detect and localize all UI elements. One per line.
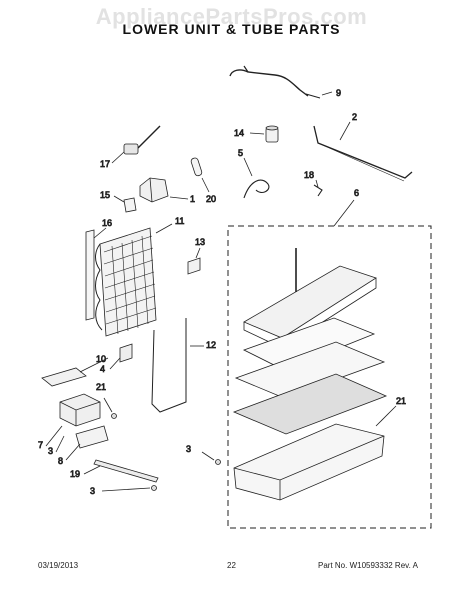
page-title: LOWER UNIT & TUBE PARTS [122,21,341,37]
leader-15 [113,195,125,203]
callout-8: 8 [58,456,63,466]
part-18-clip [313,184,323,197]
callout-10: 10 [96,354,106,364]
part-8-plate [75,425,109,449]
leader-7 [45,425,63,447]
base-pan [233,423,385,501]
callout-21b: 21 [396,396,406,406]
callout-20: 20 [206,194,216,204]
part-4-bracket [119,343,133,363]
callout-21a: 21 [96,382,106,392]
callout-15: 15 [100,190,110,200]
part-14-cylinder [265,125,279,143]
callout-3a: 3 [48,446,53,456]
part-7-housing [59,393,101,427]
part-2-tube [313,125,413,182]
leader-20 [201,177,210,193]
assembly-6-box [227,225,432,529]
callout-11: 11 [175,216,184,226]
leader-4 [109,357,121,370]
part-19-rail [93,459,159,483]
callout-3b: 3 [90,486,95,496]
screw-21a [111,413,117,419]
callout-13: 13 [195,237,205,247]
leader-10 [79,357,109,373]
callout-16: 16 [102,218,112,228]
leader-11 [155,223,173,234]
part-1-bracket [139,177,169,203]
part-16-strip [85,229,95,321]
leader-6 [333,199,355,227]
part-9-tube [229,65,321,99]
screw-3c [215,459,221,465]
leader-21a [103,397,113,413]
leader-1 [169,196,189,200]
leader-21b [375,405,397,427]
leader-17 [111,151,125,164]
callout-9: 9 [336,88,341,98]
watermark: AppliancePartsPros.com [95,4,368,29]
leader-18 [315,179,319,188]
callout-4: 4 [100,364,105,374]
callout-3c: 3 [186,444,191,454]
leader-3b [101,487,151,492]
pad-3 [232,373,388,435]
leader-14 [249,132,265,135]
footer-part-number: Part No. W10593332 Rev. A [318,561,418,570]
part-17-sensor [123,125,161,155]
leader-3a [55,435,65,453]
leader-2 [339,121,351,141]
leader-13 [195,247,201,259]
part-13-bracket [187,257,201,275]
callout-19: 19 [70,469,80,479]
callout-5: 5 [238,148,243,158]
leader-9 [321,91,333,96]
callout-18: 18 [304,170,314,180]
callout-12: 12 [206,340,216,350]
part-12-tube [151,318,187,413]
callout-2: 2 [352,112,357,122]
pad-1 [242,317,376,371]
pad-2 [234,341,386,399]
callout-6: 6 [354,188,359,198]
part-20-tube [190,157,203,177]
callout-1: 1 [190,194,195,204]
leader-8 [65,443,81,461]
callout-7: 7 [38,440,43,450]
leader-19 [83,465,101,475]
footer-page-number: 22 [227,561,236,570]
footer-date: 03/19/2013 [38,561,79,570]
part-11-coil [95,227,157,337]
callout-14: 14 [234,128,244,138]
callout-17: 17 [100,159,110,169]
part-15-plate [123,197,137,213]
leader-3c [201,451,215,461]
part-10-pad [41,367,87,387]
leader-5 [243,157,253,177]
leader-16 [93,227,107,239]
screw-3b [151,485,157,491]
part-5-coil [243,179,270,199]
